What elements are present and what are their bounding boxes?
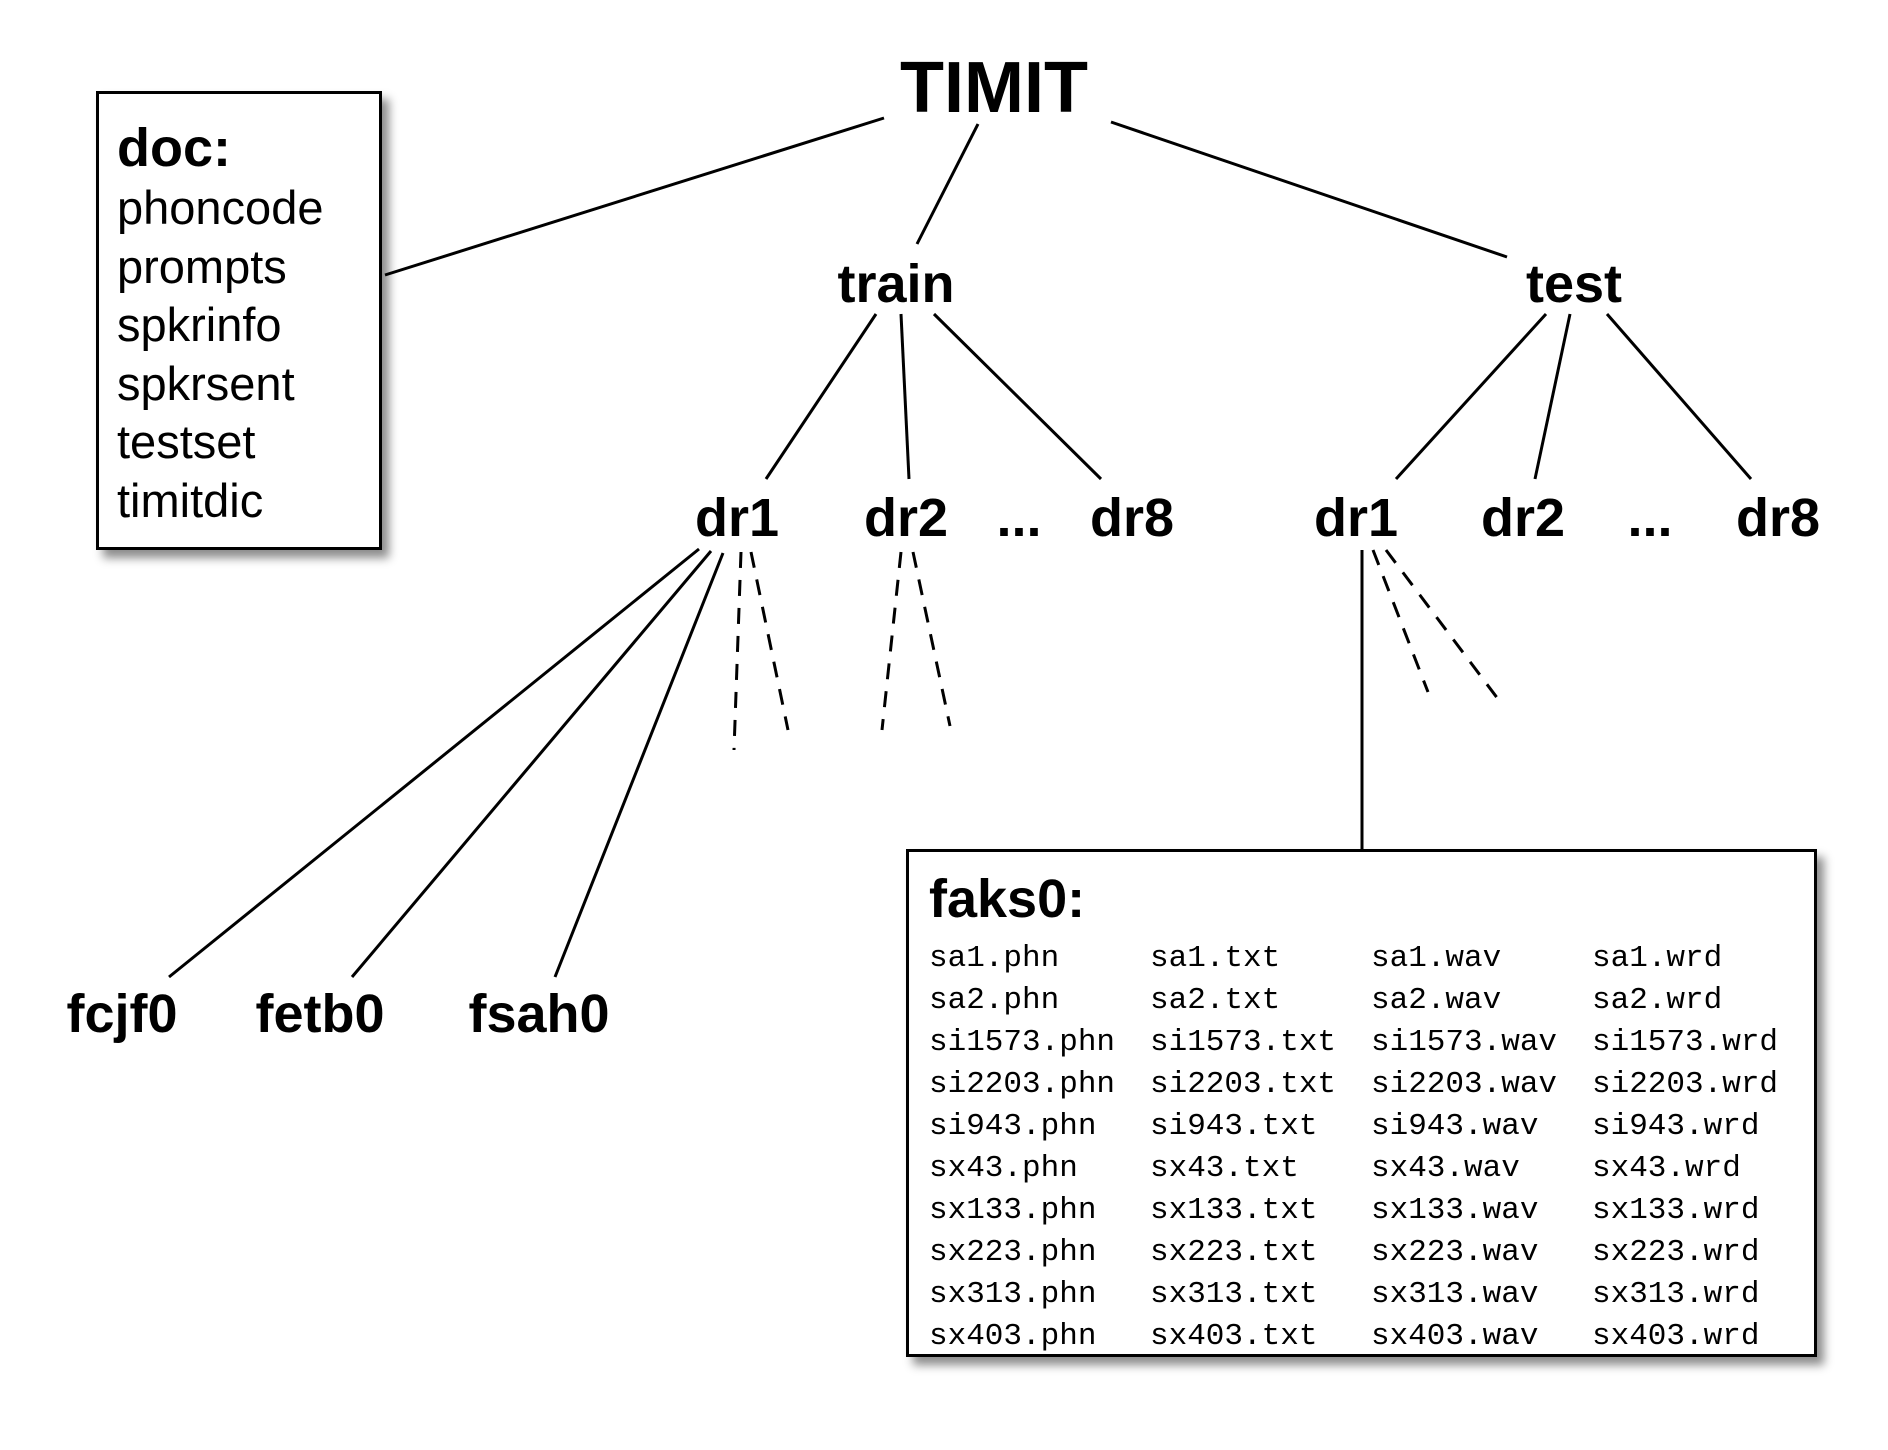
- dashed-edge-test-dr1-a: [1371, 549, 1430, 693]
- doc-file-item: spkrsent: [117, 356, 295, 410]
- speaker-file-item: sx43.wrd: [1592, 1151, 1741, 1186]
- speaker-file-item: si1573.txt: [1150, 1025, 1337, 1060]
- speaker-file-item: sa1.wrd: [1592, 941, 1723, 976]
- node-test-ellipsis: ...: [1627, 488, 1673, 548]
- edge-test-dr8: [1605, 313, 1753, 480]
- doc-file-item: phoncode: [117, 181, 324, 234]
- node-speaker-fcjf0: fcjf0: [66, 984, 178, 1044]
- node-speaker-fsah0: fsah0: [468, 984, 610, 1044]
- dashed-edge-train-dr1-a: [732, 551, 743, 751]
- edge-timit-doc: [384, 116, 885, 277]
- edge-timit-test: [1110, 120, 1508, 259]
- speaker-file-item: sx43.phn: [929, 1151, 1078, 1186]
- speaker-file-item: si2203.txt: [1150, 1067, 1337, 1102]
- speaker-file-item: si2203.phn: [929, 1067, 1116, 1102]
- speaker-file-item: sa1.txt: [1150, 941, 1281, 976]
- speaker-file-item: sx313.txt: [1150, 1277, 1318, 1312]
- edge-test-dr1: [1394, 312, 1548, 481]
- doc-file-item: prompts: [117, 239, 287, 293]
- speaker-file-item: si943.txt: [1150, 1109, 1318, 1144]
- speaker-file-item: sx43.txt: [1150, 1151, 1299, 1186]
- node-train: train: [837, 254, 955, 314]
- speaker-file-item: si943.phn: [929, 1109, 1097, 1144]
- edge-train-dr2: [899, 313, 911, 480]
- speaker-file-item: si1573.wav: [1371, 1025, 1558, 1060]
- speaker-file-item: sx313.wav: [1371, 1277, 1539, 1312]
- dashed-edge-train-dr2-b: [911, 551, 952, 727]
- dashed-edge-train-dr2-a: [880, 551, 903, 731]
- edge-train-dr1: [764, 313, 878, 480]
- node-test: test: [1525, 254, 1623, 314]
- speaker-file-item: sa2.wrd: [1592, 983, 1723, 1018]
- speaker-file-item: si943.wav: [1371, 1109, 1539, 1144]
- speaker-file-item: sa2.txt: [1150, 983, 1281, 1018]
- speaker-file-item: si2203.wav: [1371, 1067, 1558, 1102]
- speaker-file-item: sa1.phn: [929, 941, 1060, 976]
- speaker-file-item: sx313.phn: [929, 1277, 1097, 1312]
- edge-timit-train: [915, 123, 980, 245]
- speaker-file-item: sx403.wrd: [1592, 1319, 1760, 1354]
- node-test-dr8: dr8: [1735, 488, 1821, 548]
- dashed-edge-test-dr1-b: [1384, 549, 1500, 700]
- edge-dr1-fcjf0: [168, 547, 700, 979]
- dashed-edge-train-dr1-b: [749, 551, 790, 731]
- root-node-timit: TIMIT: [900, 48, 1088, 128]
- speaker-file-item: si1573.phn: [929, 1025, 1116, 1060]
- edge-test-dr2: [1533, 313, 1572, 480]
- speaker-file-item: sx133.wrd: [1592, 1193, 1760, 1228]
- speaker-file-item: si943.wrd: [1592, 1109, 1760, 1144]
- node-train-dr1: dr1: [694, 488, 780, 548]
- node-test-dr2: dr2: [1480, 488, 1566, 548]
- speaker-folder-title: faks0:: [929, 869, 1086, 929]
- node-speaker-fetb0: fetb0: [255, 984, 385, 1044]
- doc-file-item: testset: [117, 415, 256, 468]
- doc-file-item: timitdic: [117, 473, 264, 527]
- node-train-dr8: dr8: [1089, 488, 1175, 548]
- doc-folder-box: doc: phoncode prompts spkrinfo spkrsent …: [96, 91, 382, 550]
- speaker-file-item: sx133.phn: [929, 1193, 1097, 1228]
- speaker-file-item: sx133.wav: [1371, 1193, 1539, 1228]
- speaker-file-item: si1573.wrd: [1592, 1025, 1779, 1060]
- speaker-file-item: sx403.txt: [1150, 1319, 1318, 1354]
- speaker-file-item: sa1.wav: [1371, 941, 1502, 976]
- speaker-file-item: si2203.wrd: [1592, 1067, 1779, 1102]
- speaker-file-grid: sa1.phn sa1.txt sa1.wav sa1.wrd sa2.phn sa2.t…: [929, 938, 1814, 1358]
- speaker-file-item: sx43.wav: [1371, 1151, 1520, 1186]
- speaker-file-item: sx133.txt: [1150, 1193, 1318, 1228]
- speaker-file-item: sx403.phn: [929, 1319, 1097, 1354]
- speaker-folder-box: faks0: sa1.phn sa1.txt sa1.wav sa1.wrd sa2.p…: [906, 849, 1817, 1357]
- speaker-file-item: sx313.wrd: [1592, 1277, 1760, 1312]
- speaker-file-item: sx223.wav: [1371, 1235, 1539, 1270]
- speaker-file-item: sa2.wav: [1371, 983, 1502, 1018]
- edge-train-dr8: [932, 312, 1103, 481]
- edge-dr1-fetb0: [350, 550, 713, 978]
- speaker-file-item: sa2.phn: [929, 983, 1060, 1018]
- speaker-file-item: sx403.wav: [1371, 1319, 1539, 1354]
- edge-dr1-fsah0: [553, 552, 725, 978]
- doc-folder-title: doc:: [117, 118, 231, 178]
- doc-file-item: spkrinfo: [117, 298, 282, 351]
- node-train-dr2: dr2: [863, 488, 949, 548]
- speaker-file-item: sx223.phn: [929, 1235, 1097, 1270]
- node-train-ellipsis: ...: [996, 488, 1042, 548]
- speaker-file-item: sx223.txt: [1150, 1235, 1318, 1270]
- speaker-file-item: sx223.wrd: [1592, 1235, 1760, 1270]
- node-test-dr1: dr1: [1313, 488, 1399, 548]
